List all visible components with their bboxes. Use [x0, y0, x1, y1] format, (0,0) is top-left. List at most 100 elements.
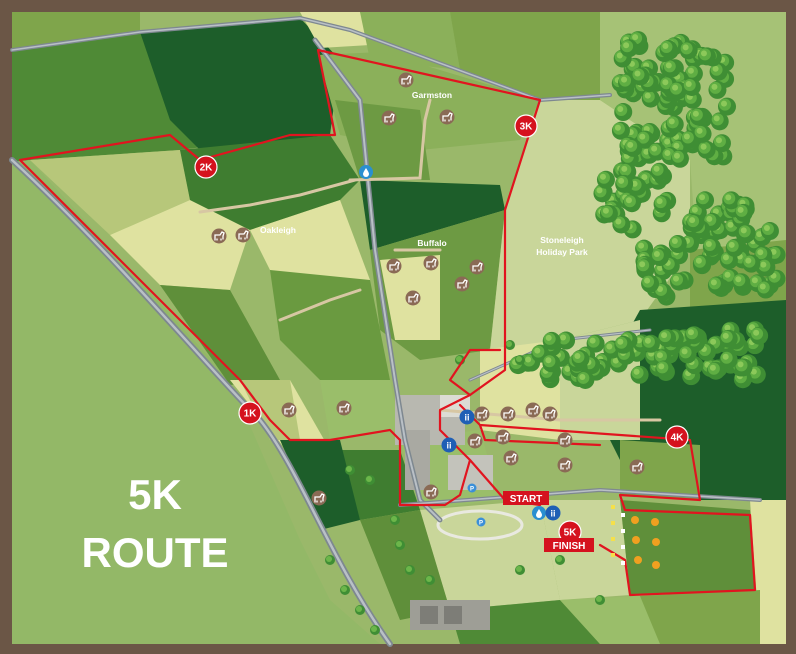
- horse-icon: [499, 405, 517, 423]
- tree: [682, 77, 701, 96]
- parking-icon: P: [467, 483, 477, 493]
- tree: [515, 355, 525, 365]
- tree: [670, 149, 689, 168]
- horse-icon: [473, 405, 491, 423]
- horse-icon: [234, 226, 252, 244]
- tree: [395, 540, 405, 550]
- tree: [679, 41, 698, 60]
- tree: [340, 585, 350, 595]
- tree: [742, 254, 761, 273]
- horse-icon: [210, 227, 228, 245]
- tree: [620, 39, 639, 58]
- km-marker-4k: 4K: [665, 425, 689, 449]
- horse-icon: [556, 431, 574, 449]
- horse-icon: [453, 275, 471, 293]
- tree: [650, 162, 669, 181]
- horse-icon: [380, 109, 398, 127]
- tree: [355, 605, 365, 615]
- tree: [630, 365, 649, 384]
- toilets-icon: ii: [545, 505, 561, 521]
- tree: [505, 340, 515, 350]
- tree: [725, 238, 744, 257]
- horse-icon: [556, 456, 574, 474]
- tree: [576, 370, 595, 389]
- tree: [641, 334, 660, 353]
- tree: [555, 555, 565, 565]
- tree: [684, 326, 703, 345]
- tree: [631, 67, 650, 86]
- tree: [325, 555, 335, 565]
- tree: [425, 575, 435, 585]
- tree: [734, 203, 753, 222]
- horse-icon: [628, 458, 646, 476]
- tree: [599, 204, 618, 223]
- tree: [665, 115, 684, 134]
- tree: [750, 326, 769, 345]
- km-marker-3k: 3K: [514, 114, 538, 138]
- tree: [692, 254, 711, 273]
- tree: [702, 237, 721, 256]
- tree: [345, 465, 355, 475]
- finish-area-markers: [611, 505, 660, 569]
- tree: [365, 475, 375, 485]
- tree: [689, 107, 708, 126]
- tree: [405, 565, 415, 575]
- tree: [760, 222, 779, 241]
- stand-marker: [652, 538, 660, 546]
- km-label-2k: 2K: [200, 163, 214, 174]
- tree: [390, 515, 400, 525]
- km-label-1k: 1K: [244, 409, 258, 420]
- horse-icon: [280, 401, 298, 419]
- tree: [624, 138, 643, 157]
- horse-icon: [310, 489, 328, 507]
- tree: [670, 272, 689, 291]
- tree: [678, 345, 697, 364]
- horse-icon: [397, 71, 415, 89]
- finish-text: FINISH: [553, 541, 586, 552]
- label-garmston: Garmston: [412, 90, 452, 100]
- water-station-icon: [359, 165, 373, 179]
- km-marker-2k: 2K: [194, 155, 218, 179]
- tree: [712, 134, 731, 153]
- km-label-4k: 4K: [671, 433, 685, 444]
- barrier-marker: [611, 505, 615, 509]
- tree: [693, 124, 712, 143]
- label-buffalo: Buffalo: [417, 238, 446, 248]
- toilets-icon: ii: [459, 409, 475, 425]
- tree: [370, 625, 380, 635]
- tree: [756, 280, 775, 299]
- tree: [659, 40, 678, 59]
- barrier-marker: [611, 521, 615, 525]
- tree: [586, 334, 605, 353]
- barrier-marker: [621, 545, 625, 549]
- stand-marker: [651, 518, 659, 526]
- horse-icon: [404, 289, 422, 307]
- tree: [737, 224, 756, 243]
- toilets-icon: ii: [441, 437, 457, 453]
- label-oakleigh: Oakleigh: [260, 225, 296, 235]
- tree: [696, 191, 715, 210]
- horse-icon: [422, 483, 440, 501]
- horse-icon: [466, 432, 484, 450]
- horse-icon: [494, 428, 512, 446]
- svg-text:ii: ii: [464, 413, 469, 423]
- tree: [615, 174, 634, 193]
- svg-text:P: P: [479, 521, 483, 527]
- horse-icon: [468, 258, 486, 276]
- water-station-icon: [532, 506, 546, 520]
- tree: [641, 89, 660, 108]
- label-holiday-park: Holiday Park: [536, 247, 588, 257]
- tree: [719, 329, 738, 348]
- tree: [668, 235, 687, 254]
- stand-marker: [632, 536, 640, 544]
- route-title-line2: ROUTE: [82, 529, 229, 576]
- tree: [697, 140, 716, 159]
- stand-marker: [652, 561, 660, 569]
- km-marker-1k: 1K: [238, 401, 262, 425]
- svg-text:ii: ii: [550, 509, 555, 519]
- tree: [697, 47, 716, 66]
- tree: [636, 258, 655, 277]
- tree: [719, 350, 738, 369]
- horse-icon: [541, 405, 559, 423]
